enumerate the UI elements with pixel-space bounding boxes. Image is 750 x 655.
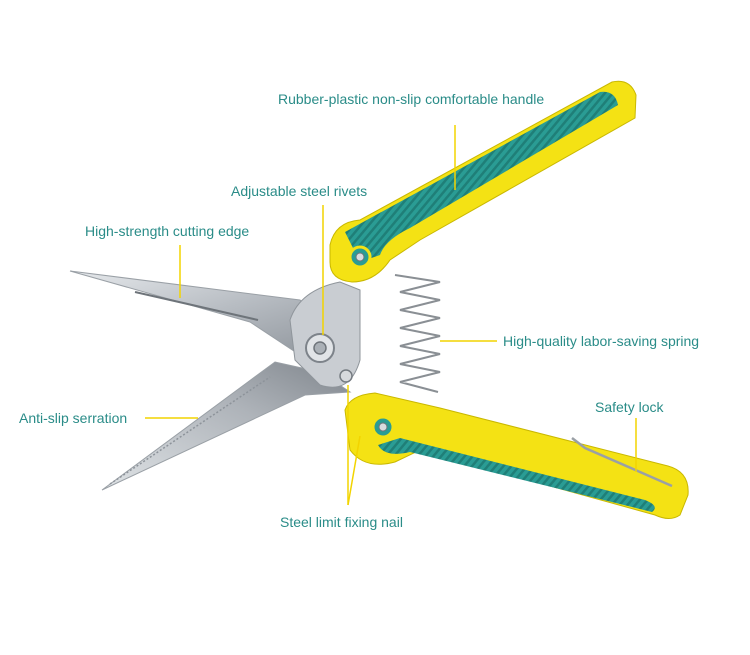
callout-lock: Safety lock [595,399,664,415]
lower-blade-serration [109,376,271,485]
callout-cutting-edge: High-strength cutting edge [85,223,250,239]
callout-handle: Rubber-plastic non-slip comfortable hand… [278,91,545,107]
callout-rivets: Adjustable steel rivets [231,183,368,199]
callout-serration: Anti-slip serration [19,410,128,426]
leader-nail-b [347,435,361,506]
lower-handle-grip [378,438,655,512]
lower-handle [344,392,689,519]
upper-handle-grip [345,91,618,262]
upper-blade-edge-line [134,291,259,321]
limit-nail [339,369,353,383]
leader-lines [145,125,637,506]
safety-lock-wire [571,437,673,488]
spring [394,274,441,393]
lower-blade [101,361,352,491]
callout-nail: Steel limit fixing nail [280,514,403,530]
callout-spring: High-quality labor-saving spring [503,333,700,349]
